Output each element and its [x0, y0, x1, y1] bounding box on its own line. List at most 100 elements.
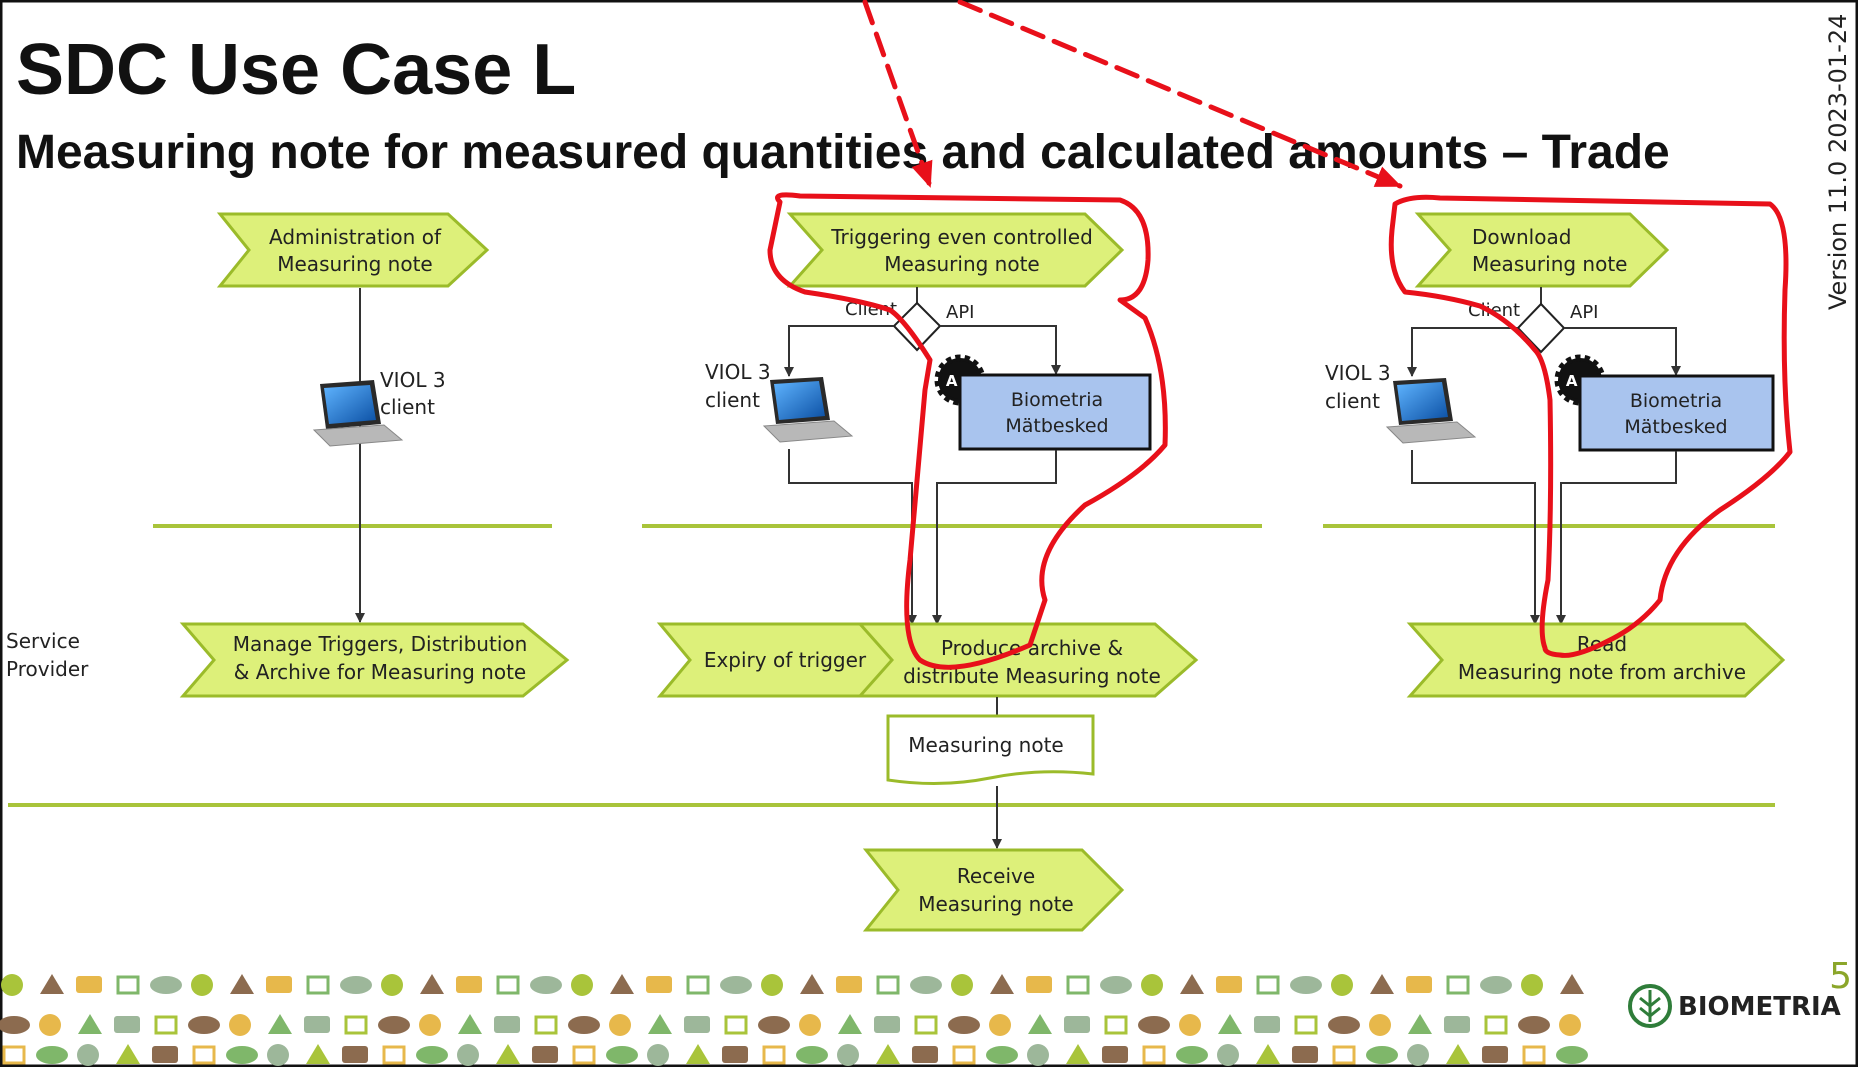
measuring-note-document[interactable] [886, 714, 1095, 786]
page-subtitle: Measuring note for measured quantities a… [16, 126, 1670, 179]
footer-circle-icon [951, 974, 973, 996]
triggering-device-line1: VIOL 3 [705, 360, 771, 384]
footer-block-icon [532, 1046, 558, 1063]
footer-circle-icon [229, 1014, 251, 1036]
triggering-trigger-chevron[interactable] [786, 212, 1125, 288]
admin-laptop-icon [312, 380, 404, 447]
footer-screen-icon [344, 1015, 368, 1035]
footer-block-icon [342, 1046, 368, 1063]
footer-block-icon [1216, 976, 1242, 993]
footer-circle-icon [799, 1014, 821, 1036]
receive-line1: Receive [957, 864, 1035, 888]
triggering-trigger-line2: Measuring note [884, 252, 1039, 276]
footer-screen-icon [724, 1015, 748, 1035]
triggering-branch-client: Client [845, 299, 897, 320]
footer-circle-icon [191, 974, 213, 996]
download-process-chevron[interactable] [1406, 622, 1786, 698]
admin-device-line1: VIOL 3 [380, 368, 446, 392]
admin-trigger-line1: Administration of [269, 225, 442, 249]
footer-tree-icon [610, 974, 634, 994]
footer-tree-icon [420, 974, 444, 994]
download-trigger-chevron[interactable] [1414, 212, 1670, 288]
triggering-device-line2: client [705, 388, 760, 412]
footer-tree-icon [1408, 1014, 1432, 1034]
receive-chevron[interactable] [862, 848, 1125, 932]
footer-block-icon [152, 1046, 178, 1063]
footer-screen-icon [876, 975, 900, 995]
footer-circle-icon [1141, 974, 1163, 996]
footer-bubble-icon [1138, 1016, 1170, 1034]
biometria-logo-icon [1628, 984, 1672, 1028]
footer-tree-icon [116, 1044, 140, 1064]
footer-screen-icon [1522, 1045, 1546, 1065]
footer-screen-icon [762, 1045, 786, 1065]
triggering-laptop-icon [762, 377, 854, 443]
footer-circle-icon [1559, 1014, 1581, 1036]
footer-circle-icon [39, 1014, 61, 1036]
column-download: Download Measuring note Client API VIOL … [1325, 212, 1786, 698]
footer-bubble-icon [0, 1016, 30, 1034]
footer-screen-icon [306, 975, 330, 995]
download-trigger-line2: Measuring note [1472, 252, 1627, 276]
version-label: Version 11.0 2023-01-24 [1824, 14, 1852, 310]
footer-bubble-icon [1290, 976, 1322, 994]
footer-block-icon [304, 1016, 330, 1033]
download-device-line2: client [1325, 389, 1380, 413]
footer-block-icon [684, 1016, 710, 1033]
footer-tree-icon [40, 974, 64, 994]
download-api-box-line1: Biometria [1630, 390, 1722, 412]
footer-circle-icon [1521, 974, 1543, 996]
column-triggering: Triggering even controlled Measuring not… [656, 212, 1199, 932]
footer-bubble-icon [150, 976, 182, 994]
download-trigger-line1: Download [1472, 225, 1571, 249]
footer-block-icon [1482, 1046, 1508, 1063]
triggering-api-box[interactable] [958, 373, 1152, 451]
footer-tree-icon [1218, 1014, 1242, 1034]
footer-bubble-icon [1480, 976, 1512, 994]
footer-circle-icon [989, 1014, 1011, 1036]
download-api-box[interactable] [1578, 374, 1775, 452]
footer-block-icon [114, 1016, 140, 1033]
footer-bubble-icon [986, 1046, 1018, 1064]
footer-tree-icon [1370, 974, 1394, 994]
admin-trigger-chevron[interactable] [216, 212, 490, 288]
footer-circle-icon [1331, 974, 1353, 996]
footer-bubble-icon [416, 1046, 448, 1064]
footer-block-icon [266, 976, 292, 993]
download-process-line2: Measuring note from archive [1458, 660, 1746, 684]
footer-bubble-icon [606, 1046, 638, 1064]
footer-circle-icon [647, 1044, 669, 1066]
download-device-line1: VIOL 3 [1325, 361, 1391, 385]
admin-device-line2: client [380, 395, 435, 419]
footer-block-icon [494, 1016, 520, 1033]
footer-screen-icon [192, 1045, 216, 1065]
footer-bubble-icon [1556, 1046, 1588, 1064]
footer-screen-icon [496, 975, 520, 995]
receive-line2: Measuring note [918, 892, 1073, 916]
footer-screen-icon [154, 1015, 178, 1035]
footer-block-icon [874, 1016, 900, 1033]
red-outline-download [1388, 194, 1793, 658]
footer-tree-icon [800, 974, 824, 994]
footer-tree-icon [1066, 1044, 1090, 1064]
footer-block-icon [1026, 976, 1052, 993]
footer-block-icon [912, 1046, 938, 1063]
footer-circle-icon [1, 974, 23, 996]
triggering-process-chevron[interactable] [856, 622, 1199, 698]
admin-process-chevron[interactable] [179, 622, 570, 698]
footer-circle-icon [837, 1044, 859, 1066]
download-branch-api: API [1570, 302, 1598, 323]
measuring-note-document-label: Measuring note [908, 733, 1063, 757]
footer-block-icon [456, 976, 482, 993]
footer-bubble-icon [948, 1016, 980, 1034]
footer-screen-icon [1446, 975, 1470, 995]
footer-bubble-icon [796, 1046, 828, 1064]
footer-tree-icon [1028, 1014, 1052, 1034]
footer-tree-icon [1446, 1044, 1470, 1064]
admin-trigger-line2: Measuring note [277, 252, 432, 276]
footer-screen-icon [1142, 1045, 1166, 1065]
triggering-api-box-line1: Biometria [1011, 389, 1103, 411]
footer-tree-icon [78, 1014, 102, 1034]
